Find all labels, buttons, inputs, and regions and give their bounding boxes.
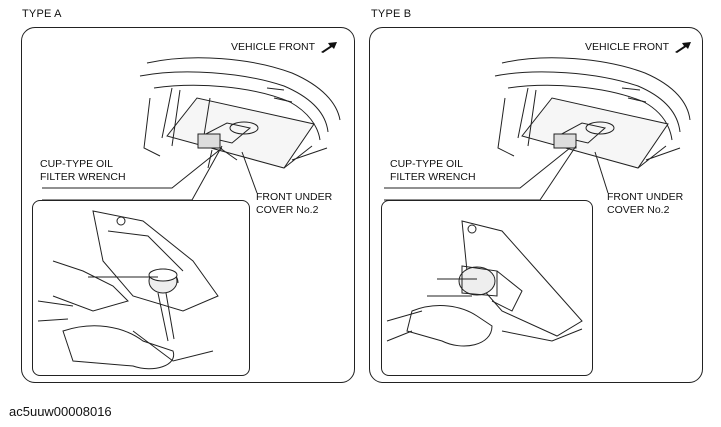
type-b-vehicle-front: VEHICLE FRONT (585, 41, 692, 53)
cover-label-line2: COVER No.2 (607, 204, 670, 216)
cover-label-line2: COVER No.2 (256, 204, 319, 216)
arrow-up-right-icon (321, 42, 338, 53)
type-a-detail-inset (32, 200, 250, 376)
wrench-label-line2: FILTER WRENCH (390, 171, 476, 183)
type-b-cover-label: FRONT UNDER COVER No.2 (607, 191, 683, 217)
type-a-label: TYPE A (22, 8, 62, 20)
wrench-label-line2: FILTER WRENCH (40, 171, 126, 183)
type-a-cover-label: FRONT UNDER COVER No.2 (256, 191, 332, 217)
type-a-wrench-label: CUP-TYPE OIL FILTER WRENCH (40, 158, 126, 184)
vehicle-front-label: VEHICLE FRONT (231, 41, 316, 53)
cover-label-line1: FRONT UNDER (607, 191, 684, 203)
type-b-label: TYPE B (371, 8, 412, 20)
type-a-vehicle-front: VEHICLE FRONT (231, 41, 338, 53)
type-a-panel: VEHICLE FRONT CUP-TYPE OIL (21, 27, 355, 383)
type-b-panel: VEHICLE FRONT CUP-TYPE OIL FILTER WRENCH (369, 27, 703, 383)
arrow-up-right-icon (675, 42, 692, 53)
vehicle-front-label: VEHICLE FRONT (585, 41, 670, 53)
figure-id-caption: ac5uuw00008016 (9, 404, 112, 419)
type-b-wrench-detail-illustration (386, 220, 583, 347)
type-b-detail-inset (381, 200, 593, 376)
type-b-wrench-label: CUP-TYPE OIL FILTER WRENCH (390, 158, 476, 184)
cover-label-line1: FRONT UNDER (256, 191, 333, 203)
type-a-wrench-detail-illustration (37, 210, 219, 370)
wrench-label-line1: CUP-TYPE OIL (40, 158, 113, 170)
wrench-label-line1: CUP-TYPE OIL (390, 158, 463, 170)
